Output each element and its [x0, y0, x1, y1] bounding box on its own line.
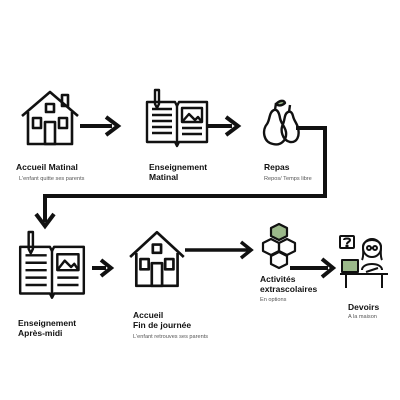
step-6-title-line-2: extrascolaires	[260, 284, 318, 294]
house-icon	[21, 90, 79, 146]
step-5-title-line-2: Fin de journée	[133, 320, 192, 330]
step-5-title-line-1: Accueil	[133, 310, 164, 320]
step-6-title-line-1: Activités	[260, 274, 296, 284]
house-icon	[129, 230, 185, 288]
pears-icon	[262, 99, 300, 146]
student-desk-icon	[339, 235, 388, 288]
arrow-5-to-6	[185, 240, 254, 260]
step-4-title-line-1: Enseignement	[18, 318, 77, 328]
step-1-subtitle: L'enfant quitte ses parents	[19, 176, 85, 182]
step-3-title-line: Repas	[264, 162, 290, 172]
step-6-title: Activités extrascolaires	[260, 274, 317, 294]
step-4-title-line-2: Après-midi	[18, 328, 63, 338]
step-6-subtitle: En options	[260, 297, 287, 303]
hexagons-icon	[261, 222, 297, 270]
arrow-4-to-5	[92, 258, 115, 278]
step-3-title: Repas	[264, 162, 290, 172]
step-5-title: Accueil Fin de journée	[133, 310, 191, 330]
arrow-6-to-7	[290, 257, 337, 279]
arrow-3-to-4-return	[34, 126, 327, 230]
open-book-icon	[145, 88, 209, 148]
step-1-title: Accueil Matinal	[16, 162, 78, 172]
step-2-title-line-2: Matinal	[149, 172, 179, 182]
step-7-subtitle: A la maison	[348, 314, 377, 320]
arrow-2-to-3	[208, 115, 242, 137]
arrow-1-to-2	[80, 115, 122, 137]
step-7-title: Devoirs	[348, 302, 379, 312]
step-3-subtitle: Repos/ Temps libre	[264, 176, 312, 182]
step-4-title: Enseignement Après-midi	[18, 318, 76, 338]
step-1-title-line: Accueil Matinal	[16, 162, 78, 172]
open-book-icon	[18, 230, 86, 299]
step-2-title-line-1: Enseignement	[149, 162, 208, 172]
step-5-subtitle: L'enfant retrouves ses parents	[133, 334, 209, 340]
step-2-title: Enseignement Matinal	[149, 162, 207, 182]
step-7-title-line: Devoirs	[348, 302, 380, 312]
